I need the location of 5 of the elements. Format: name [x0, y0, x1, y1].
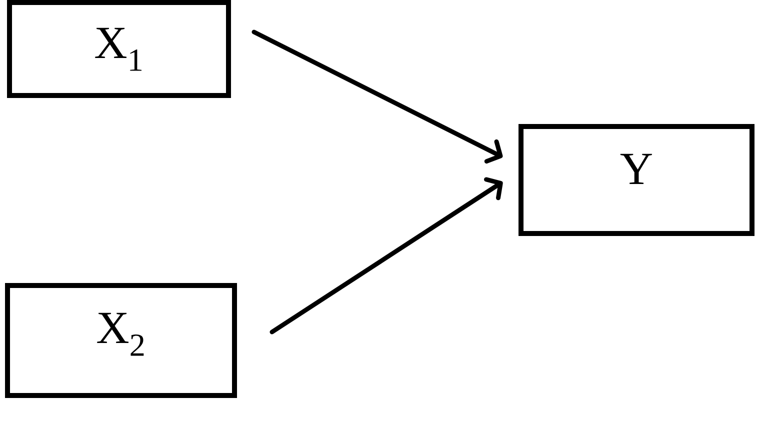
- process-box: X$_{1}$: [7, 0, 231, 98]
- process-box: X$_{2}$: [5, 283, 237, 398]
- arrow: [252, 30, 503, 164]
- arrow: [270, 177, 503, 334]
- process-box: Y: [518, 124, 754, 236]
